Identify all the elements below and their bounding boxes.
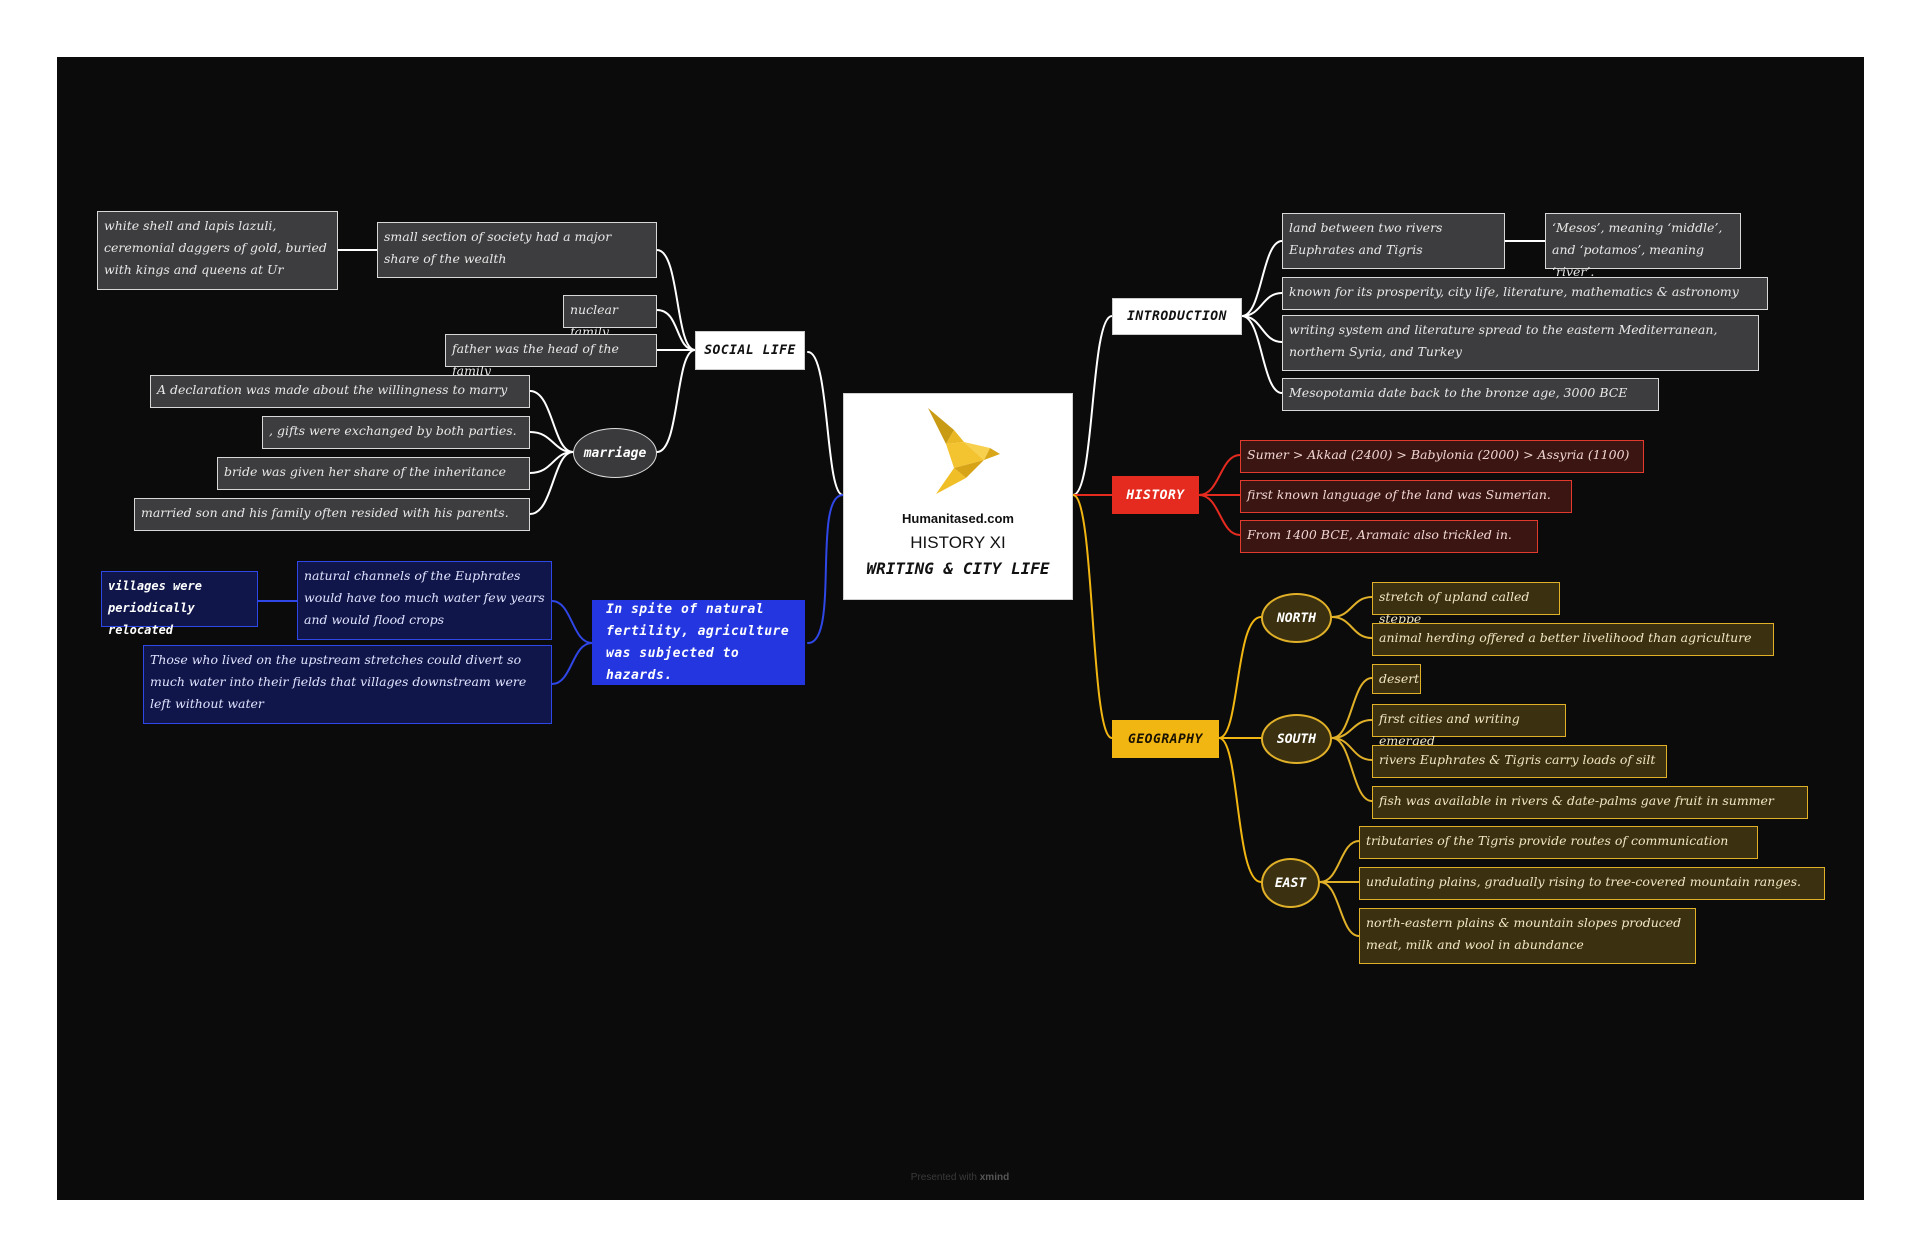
footer-brand: xmind	[979, 1172, 1010, 1183]
footer-prefix: Presented with	[910, 1172, 977, 1183]
central-topic[interactable]: Humanitased.com HISTORY XI WRITING & CIT…	[843, 393, 1073, 600]
hazard-item-relocation[interactable]: villages were periodically relocated	[101, 571, 258, 637]
origami-bird-icon	[928, 408, 1000, 494]
social-item-wealth[interactable]: small section of society had a major sha…	[377, 222, 657, 278]
south-item-2[interactable]: first cities and writing emerged	[1372, 704, 1566, 748]
topic-history[interactable]: HISTORY	[1112, 476, 1199, 514]
topic-geography[interactable]: GEOGRAPHY	[1112, 720, 1219, 758]
social-item-nuclear-family[interactable]: nuclear family	[563, 295, 657, 339]
social-item-father-head[interactable]: father was the head of the family	[445, 334, 657, 378]
intro-item-2[interactable]: known for its prosperity, city life, lit…	[1282, 277, 1768, 310]
north-item-2[interactable]: animal herding offered a better liveliho…	[1372, 623, 1774, 656]
map-title: WRITING & CITY LIFE	[866, 559, 1050, 578]
intro-item-4[interactable]: Mesopotamia date back to the bronze age,…	[1282, 378, 1659, 411]
south-item-4[interactable]: fish was available in rivers & date-palm…	[1372, 786, 1808, 819]
presented-with-footer: Presented with xmind	[0, 1172, 1920, 1183]
south-item-1[interactable]: desert	[1372, 664, 1421, 694]
marriage-item-3[interactable]: bride was given her share of the inherit…	[217, 457, 530, 490]
marriage-node[interactable]: marriage	[573, 428, 657, 478]
south-item-3[interactable]: rivers Euphrates & Tigris carry loads of…	[1372, 745, 1667, 778]
north-item-1[interactable]: stretch of upland called steppe	[1372, 582, 1560, 626]
marriage-item-1[interactable]: A declaration was made about the willing…	[150, 375, 530, 408]
geo-north-node[interactable]: NORTH	[1261, 593, 1332, 643]
east-item-3[interactable]: north-eastern plains & mountain slopes p…	[1359, 908, 1696, 964]
history-item-1[interactable]: Sumer > Akkad (2400) > Babylonia (2000) …	[1240, 440, 1644, 473]
history-item-2[interactable]: first known language of the land was Sum…	[1240, 480, 1572, 513]
topic-agriculture-hazards[interactable]: In spite of natural fertility, agricultu…	[592, 600, 805, 685]
east-item-1[interactable]: tributaries of the Tigris provide routes…	[1359, 826, 1758, 859]
geo-south-node[interactable]: SOUTH	[1261, 714, 1332, 764]
topic-social-life[interactable]: SOCIAL LIFE	[695, 331, 805, 370]
hazard-item-upstream[interactable]: Those who lived on the upstream stretche…	[143, 645, 552, 724]
east-item-2[interactable]: undulating plains, gradually rising to t…	[1359, 867, 1825, 900]
marriage-item-4[interactable]: married son and his family often resided…	[134, 498, 530, 531]
intro-item-3[interactable]: writing system and literature spread to …	[1282, 315, 1759, 371]
intro-item-etymology[interactable]: ‘Mesos’, meaning ‘middle’, and ‘potamos’…	[1545, 213, 1741, 279]
intro-item-1[interactable]: land between two rivers Euphrates and Ti…	[1282, 213, 1505, 269]
topic-introduction[interactable]: INTRODUCTION	[1112, 298, 1242, 335]
marriage-item-2[interactable]: , gifts were exchanged by both parties.	[262, 416, 530, 449]
social-item-ur-burials[interactable]: white shell and lapis lazuli, ceremonial…	[97, 211, 338, 290]
hazard-item-flooding[interactable]: natural channels of the Euphrates would …	[297, 561, 552, 640]
site-name: Humanitased.com	[902, 511, 1014, 526]
history-item-3[interactable]: From 1400 BCE, Aramaic also trickled in.	[1240, 520, 1538, 553]
subject-title: HISTORY XI	[910, 533, 1006, 552]
geo-east-node[interactable]: EAST	[1261, 858, 1320, 908]
